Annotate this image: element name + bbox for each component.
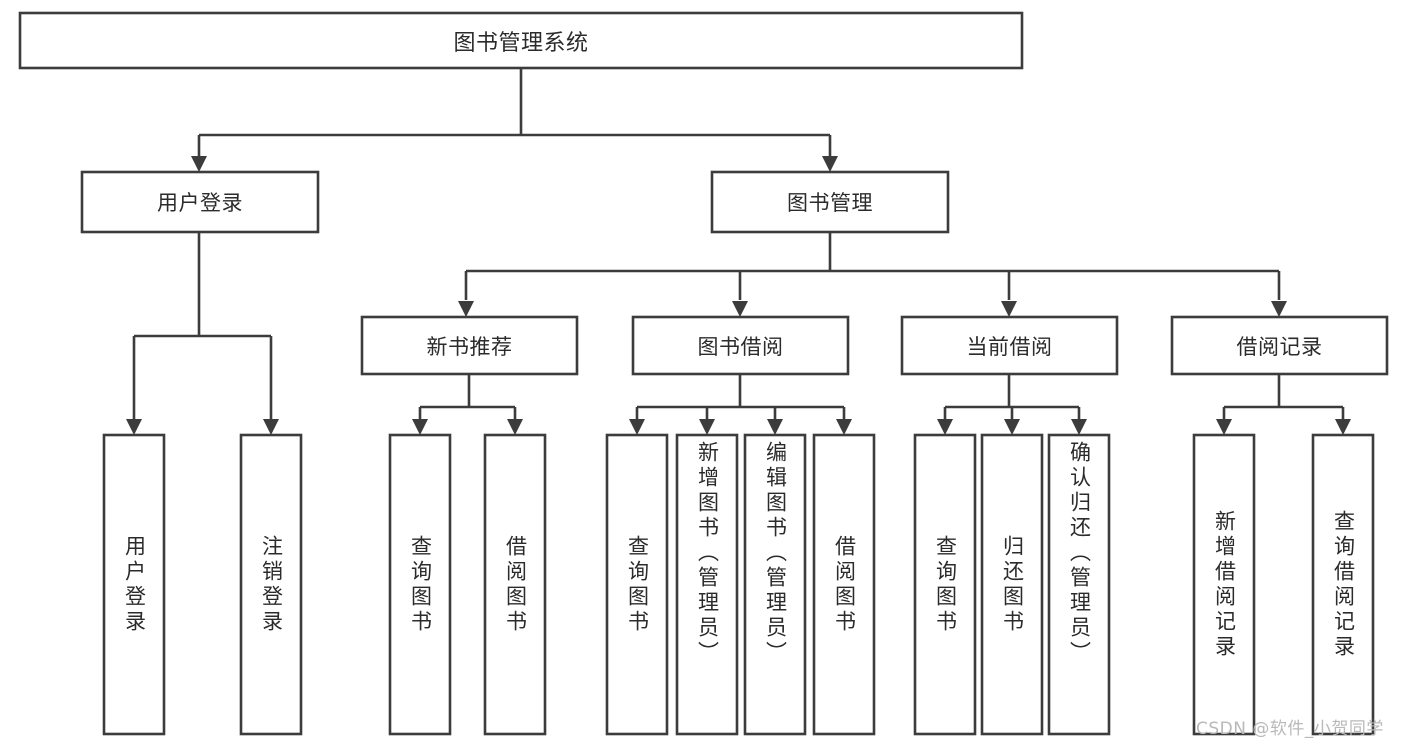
node-leaf-query-book-3[interactable] (913, 433, 977, 736)
connector-bookborrow-to-leaves (629, 374, 852, 435)
connector-root-to-level2 (191, 68, 838, 172)
connector-bookmanage-to-level3 (458, 232, 1287, 317)
node-current-borrow[interactable] (900, 315, 1119, 376)
node-leaf-borrow-book-2[interactable] (812, 433, 876, 736)
node-leaf-query-record[interactable] (1311, 433, 1375, 736)
connector-userlogin-to-leaves (126, 232, 279, 435)
node-leaf-confirm-return[interactable] (1047, 433, 1111, 736)
node-root[interactable] (18, 11, 1024, 70)
node-leaf-query-book-1[interactable] (388, 433, 452, 736)
node-book-borrow[interactable] (631, 315, 850, 376)
node-leaf-add-record[interactable] (1192, 433, 1256, 736)
connector-borrowrecord-to-leaves (1216, 374, 1351, 435)
node-leaf-user-login[interactable] (102, 433, 166, 736)
node-leaf-edit-book[interactable] (743, 433, 807, 736)
node-book-manage[interactable] (710, 170, 950, 234)
connector-newbook-to-leaves (412, 374, 523, 435)
node-leaf-borrow-book-1[interactable] (483, 433, 547, 736)
node-user-login[interactable] (80, 170, 320, 234)
node-leaf-logout[interactable] (239, 433, 303, 736)
connector-currentborrow-to-leaves (937, 374, 1087, 435)
node-new-book-recommend[interactable] (360, 315, 579, 376)
node-leaf-return-book[interactable] (980, 433, 1044, 736)
node-leaf-query-book-2[interactable] (605, 433, 669, 736)
node-borrow-record[interactable] (1170, 315, 1389, 376)
node-leaf-add-book[interactable] (675, 433, 739, 736)
